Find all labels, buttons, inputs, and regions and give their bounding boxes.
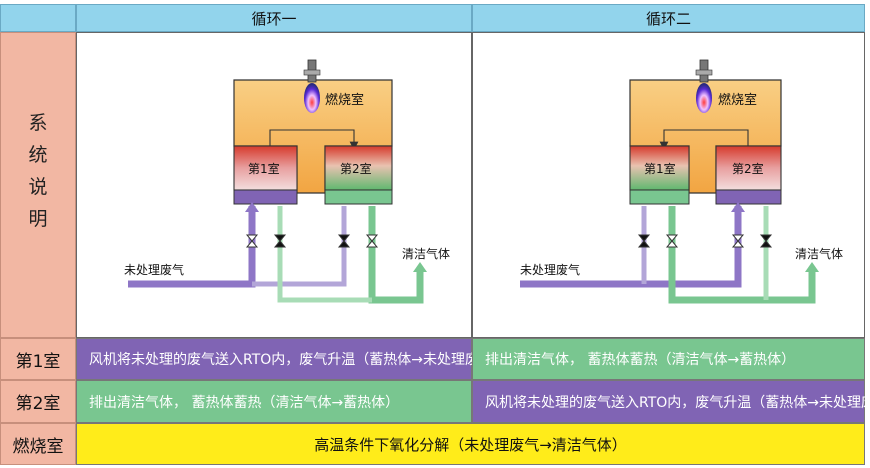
chamber-2-label: 第2室 xyxy=(732,161,764,176)
flame-icon xyxy=(696,83,712,113)
system-label-char: 统 xyxy=(28,144,48,166)
chamber-1 xyxy=(629,145,690,191)
room2-cycle1-text: 排出清洁气体， 蓄热体蓄热（清洁气体→蓄热体） xyxy=(89,394,400,411)
untreated-gas-branch xyxy=(252,206,347,287)
room1-cycle1-text: 风机将未处理的废气送入RTO内，废气升温（蓄热体→未处理废气） xyxy=(89,352,508,368)
room1-cycle1-cell: 风机将未处理的废气送入RTO内，废气升温（蓄热体→未处理废气） xyxy=(76,338,507,380)
chamber-2 xyxy=(324,145,393,191)
row-label-burner: 燃烧室 xyxy=(0,423,76,465)
header-cycle-1: 循环一 xyxy=(76,4,472,32)
valve-icon xyxy=(665,234,679,248)
row-label-room1: 第1室 xyxy=(0,338,76,380)
system-label: 系 统 说 明 xyxy=(1,107,75,235)
row-label-room2-text: 第2室 xyxy=(15,394,61,414)
valve-icon xyxy=(245,234,259,248)
chamber-2-plenum xyxy=(715,189,782,205)
internal-flow-arrow xyxy=(659,129,749,151)
chamber-1-label: 第1室 xyxy=(248,161,280,176)
combustion-chamber-label: 燃烧室 xyxy=(718,92,757,108)
internal-flow-arrow xyxy=(269,129,359,151)
cycle-2-diagram: 燃烧室 第1室 第2室 未处理废气 清洁气体 xyxy=(520,59,843,304)
row-label-room2: 第2室 xyxy=(0,380,76,423)
header-cycle-2-label: 循环二 xyxy=(645,9,691,28)
burner-text: 高温条件下氧化分解（未处理废气→清洁气体） xyxy=(314,435,627,454)
row-label-burner-text: 燃烧室 xyxy=(12,436,64,457)
valve-icon xyxy=(731,234,745,248)
room2-cycle2-text: 风机将未处理的废气送入RTO内，废气升温（蓄热体→未处理废气） xyxy=(485,394,870,411)
chamber-2-plenum xyxy=(324,189,393,205)
system-label-char: 说 xyxy=(28,176,48,198)
system-label-cell: 系 统 说 明 xyxy=(0,32,76,338)
clean-gas-arrow xyxy=(413,262,427,272)
room1-cycle2-cell: 排出清洁气体， 蓄热体蓄热（清洁气体→蓄热体） xyxy=(472,338,865,380)
header-corner xyxy=(0,4,76,32)
chamber-2 xyxy=(715,145,782,191)
burner-flange xyxy=(695,69,713,76)
valve-icon xyxy=(273,234,287,248)
untreated-gas-pipe xyxy=(520,206,742,288)
room2-cycle1-cell: 排出清洁气体， 蓄热体蓄热（清洁气体→蓄热体） xyxy=(76,380,472,423)
chamber-1 xyxy=(233,145,298,191)
burner-cell: 高温条件下氧化分解（未处理废气→清洁气体） xyxy=(76,423,865,465)
untreated-gas-arrow xyxy=(731,202,745,212)
clean-gas-label: 清洁气体 xyxy=(795,246,843,261)
room1-cycle2-text: 排出清洁气体， 蓄热体蓄热（清洁气体→蓄热体） xyxy=(485,352,796,368)
room2-cycle2-cell: 风机将未处理的废气送入RTO内，废气升温（蓄热体→未处理废气） xyxy=(472,380,870,423)
cycle-1-diagram: 燃烧室 第1室 第2室 未处理废气 清洁气体 xyxy=(124,59,450,304)
chamber-1-plenum xyxy=(233,189,298,205)
combustion-chamber-label: 燃烧室 xyxy=(325,92,364,108)
valve-icon xyxy=(637,234,651,248)
chamber-1-plenum xyxy=(629,189,690,205)
burner-flange xyxy=(303,69,321,76)
clean-gas-pipe xyxy=(368,206,424,304)
valve-icon xyxy=(759,234,773,248)
system-label-char: 系 xyxy=(28,112,48,134)
untreated-gas-label: 未处理废气 xyxy=(520,262,580,277)
untreated-gas-label: 未处理废气 xyxy=(124,262,184,277)
clean-gas-arrow xyxy=(805,262,819,272)
valve-icon xyxy=(337,234,351,248)
clean-gas-pipe xyxy=(668,206,816,304)
header-cycle-1-label: 循环一 xyxy=(251,9,297,28)
header-cycle-2: 循环二 xyxy=(472,4,865,32)
row-label-room1-text: 第1室 xyxy=(15,351,61,372)
clean-gas-label: 清洁气体 xyxy=(402,246,450,261)
valve-icon xyxy=(365,234,379,248)
untreated-gas-arrow xyxy=(245,202,259,212)
system-label-char: 明 xyxy=(28,208,48,230)
chamber-1-label: 第1室 xyxy=(644,161,676,176)
chamber-2-label: 第2室 xyxy=(340,161,372,176)
flame-icon xyxy=(304,83,320,113)
